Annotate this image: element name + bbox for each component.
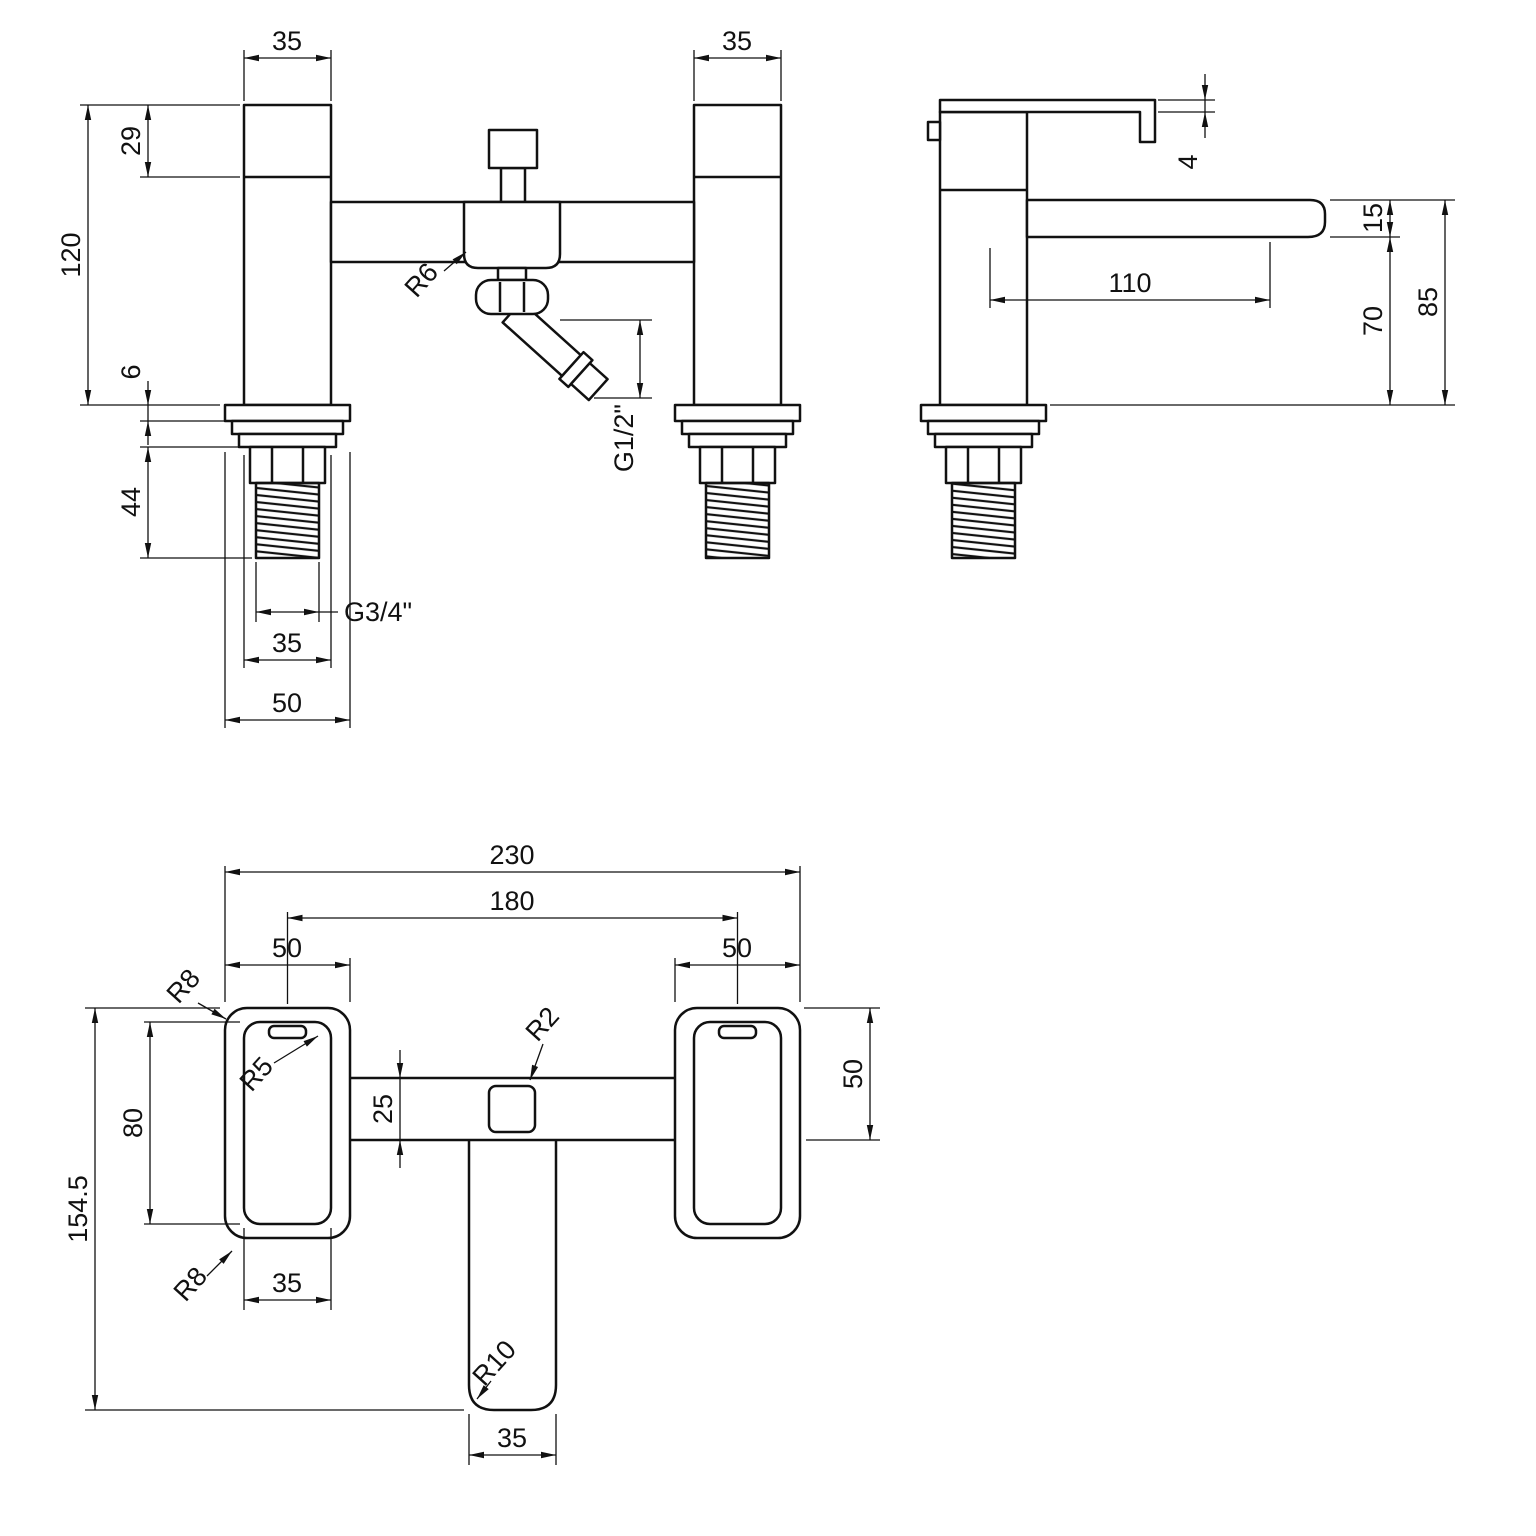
dim-label: G1/2" — [609, 404, 639, 472]
dim-label: 50 — [838, 1059, 868, 1089]
dim-label: 50 — [722, 933, 752, 963]
dim-label: 80 — [118, 1108, 148, 1138]
dim-label: 6 — [116, 364, 146, 379]
plan-right-body — [692, 1020, 783, 1226]
right-threaded-tail — [704, 481, 771, 560]
plan-geometry — [223, 1006, 802, 1412]
dim-label: G3/4" — [344, 597, 412, 627]
leader-radius-outer-bottom — [206, 1250, 233, 1277]
leader-radius-inner — [273, 1035, 319, 1064]
dim-label: 29 — [116, 126, 146, 156]
diverter-stem — [499, 166, 527, 204]
left-threaded-tail — [254, 481, 321, 560]
dim-label: 50 — [272, 933, 302, 963]
dim-label: 25 — [368, 1094, 398, 1124]
dim-label: 120 — [56, 232, 86, 277]
dim-label: 44 — [116, 487, 146, 517]
dim-label: R6 — [399, 257, 444, 303]
plan-left-body — [242, 1020, 333, 1226]
plan-dimensions: 230 180 50 50 50 25 80 154.5 35 35 R8 — [63, 840, 880, 1465]
side-threaded-tail — [950, 481, 1017, 560]
dim-label: 35 — [272, 628, 302, 658]
front-view: 35 35 29 120 6 44 G3/4" 35 50 R6 G1/2" — [56, 26, 802, 728]
front-extension-lines — [80, 50, 782, 728]
right-pillar — [692, 103, 783, 407]
side-dimensions: 4 15 110 70 85 — [989, 74, 1455, 406]
dim-label: 35 — [497, 1423, 527, 1453]
plan-right-lever-tip — [717, 1024, 758, 1040]
plan-spout — [467, 1140, 558, 1412]
leader-radius-outer-top — [197, 1002, 227, 1020]
side-extension-lines — [989, 99, 1455, 406]
side-flange-assembly — [919, 403, 1048, 560]
diverter-knob — [487, 128, 539, 170]
dim-label: 4 — [1173, 154, 1203, 169]
front-geometry — [223, 103, 802, 560]
dim-label: 154.5 — [63, 1175, 93, 1243]
right-backnut — [698, 445, 777, 485]
left-flange-assembly — [223, 403, 352, 560]
dim-label: 85 — [1413, 287, 1443, 317]
dim-label: R8 — [161, 963, 206, 1009]
dim-label: 50 — [272, 688, 302, 718]
dim-label: R2 — [520, 1001, 565, 1047]
front-dimensions: 35 35 29 120 6 44 G3/4" 35 50 R6 G1/2" — [56, 26, 782, 728]
plan-diverter-knob — [487, 1084, 537, 1134]
leader-radius-knob — [529, 1043, 544, 1081]
dim-label: 35 — [272, 26, 302, 56]
side-body — [938, 110, 1029, 407]
plan-left-lever-tip — [267, 1024, 308, 1040]
dim-label: 110 — [1108, 268, 1151, 298]
dim-label: R8 — [168, 1261, 213, 1307]
dim-label: 70 — [1358, 306, 1388, 336]
handset-outlet-elbow — [501, 300, 609, 402]
side-view: 4 15 110 70 85 — [919, 74, 1455, 560]
side-backnut — [944, 445, 1023, 485]
plan-view: 230 180 50 50 50 25 80 154.5 35 35 R8 — [63, 840, 880, 1465]
leader-radius-spout — [476, 1380, 492, 1400]
left-backnut — [248, 445, 327, 485]
left-pillar — [242, 103, 333, 407]
dim-label: 15 — [1358, 203, 1388, 233]
dim-label: 230 — [489, 840, 534, 870]
side-spout — [1025, 198, 1327, 239]
handset-ball-joint — [474, 278, 550, 316]
right-flange-assembly — [673, 403, 802, 560]
side-lever-handle — [938, 98, 1157, 144]
side-geometry — [919, 98, 1327, 560]
leader-cradle-radius — [443, 251, 467, 272]
dim-label: 35 — [722, 26, 752, 56]
dim-label: 180 — [489, 886, 534, 916]
side-body-button — [926, 120, 942, 142]
dim-label: 35 — [272, 1268, 302, 1298]
handset-cradle — [462, 200, 562, 270]
handset-elbow-stem — [496, 266, 528, 282]
